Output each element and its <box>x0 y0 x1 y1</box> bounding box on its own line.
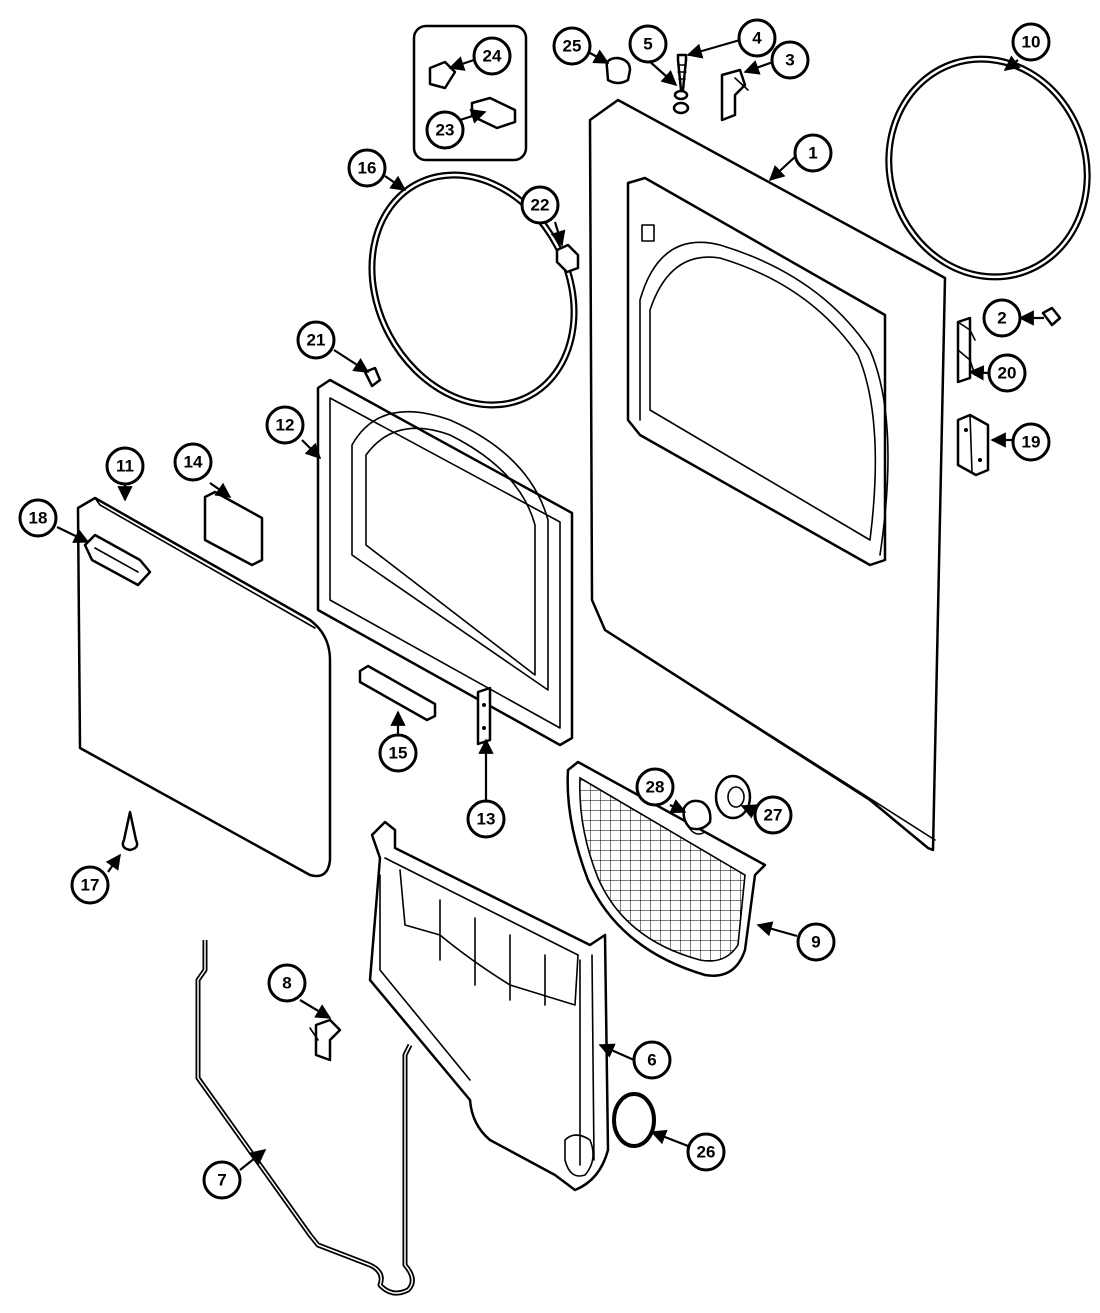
callout-21: 21 <box>296 320 336 360</box>
callouts: 1 2 3 4 5 6 7 8 9 10 11 12 13 14 15 16 1… <box>18 18 1051 1200</box>
svg-text:28: 28 <box>646 778 665 797</box>
callout-22: 22 <box>520 185 560 225</box>
svg-text:9: 9 <box>811 933 820 952</box>
svg-text:22: 22 <box>531 196 550 215</box>
callout-26: 26 <box>686 1132 726 1172</box>
callout-8: 8 <box>267 963 307 1003</box>
callout-25: 25 <box>552 26 592 66</box>
leader-lines <box>56 38 1044 1171</box>
callout-7: 7 <box>202 1160 242 1200</box>
svg-text:8: 8 <box>282 974 291 993</box>
callout-6: 6 <box>632 1040 672 1080</box>
callout-20: 20 <box>987 353 1027 393</box>
callout-3: 3 <box>770 40 810 80</box>
knob <box>682 799 712 835</box>
callout-27: 27 <box>753 795 793 835</box>
svg-text:7: 7 <box>217 1171 226 1190</box>
svg-text:16: 16 <box>358 159 377 178</box>
svg-text:27: 27 <box>764 806 783 825</box>
svg-text:6: 6 <box>647 1051 656 1070</box>
o-ring <box>612 1092 656 1148</box>
screw <box>676 53 688 92</box>
svg-text:24: 24 <box>483 47 502 66</box>
hinge <box>956 413 990 477</box>
callout-23: 23 <box>425 110 465 150</box>
svg-text:26: 26 <box>697 1143 716 1162</box>
svg-text:21: 21 <box>307 331 326 350</box>
callout-13: 13 <box>466 799 506 839</box>
callout-1: 1 <box>793 133 833 173</box>
outer-door <box>76 496 332 878</box>
callout-11: 11 <box>105 446 145 486</box>
callout-15: 15 <box>378 733 418 773</box>
door-inner-frame <box>316 378 574 747</box>
small-latch <box>1041 306 1062 327</box>
lint-screen <box>566 760 767 977</box>
svg-text:14: 14 <box>184 453 203 472</box>
svg-text:10: 10 <box>1022 33 1041 52</box>
callout-12: 12 <box>265 405 305 445</box>
wire-harness <box>195 940 415 1296</box>
grommet <box>714 774 752 820</box>
strip <box>358 664 437 722</box>
svg-text:1: 1 <box>808 144 817 163</box>
svg-text:25: 25 <box>563 37 582 56</box>
callout-28: 28 <box>635 767 675 807</box>
callout-18: 18 <box>18 498 58 538</box>
svg-text:2: 2 <box>997 309 1006 328</box>
callout-10: 10 <box>1011 22 1051 62</box>
panel-clip <box>720 68 749 122</box>
svg-text:12: 12 <box>276 416 295 435</box>
washer <box>672 89 690 115</box>
svg-text:13: 13 <box>477 810 496 829</box>
callout-17: 17 <box>70 865 110 905</box>
lint-duct <box>368 820 610 1192</box>
front-panel <box>588 98 947 852</box>
small-clip <box>555 243 580 274</box>
door-handle <box>83 533 152 587</box>
callout-5: 5 <box>628 24 668 64</box>
svg-text:3: 3 <box>785 51 794 70</box>
callout-19: 19 <box>1011 422 1051 462</box>
pointed-fastener <box>121 810 139 852</box>
svg-text:5: 5 <box>643 35 652 54</box>
callout-14: 14 <box>173 442 213 482</box>
svg-text:18: 18 <box>29 509 48 528</box>
svg-text:11: 11 <box>116 457 134 476</box>
svg-text:19: 19 <box>1022 433 1041 452</box>
callout-24: 24 <box>472 36 512 76</box>
svg-text:23: 23 <box>436 121 455 140</box>
door-seal-ring-large <box>885 55 1091 281</box>
svg-text:17: 17 <box>81 876 100 895</box>
bracket <box>309 1018 342 1062</box>
svg-text:4: 4 <box>752 29 762 48</box>
callout-16: 16 <box>347 148 387 188</box>
button-plug <box>605 56 632 85</box>
svg-text:20: 20 <box>998 364 1017 383</box>
callout-9: 9 <box>796 922 836 962</box>
pad <box>203 490 264 567</box>
latch-plate <box>476 686 492 746</box>
svg-text:15: 15 <box>389 744 408 763</box>
callout-2: 2 <box>982 298 1022 338</box>
callout-4: 4 <box>737 18 777 58</box>
